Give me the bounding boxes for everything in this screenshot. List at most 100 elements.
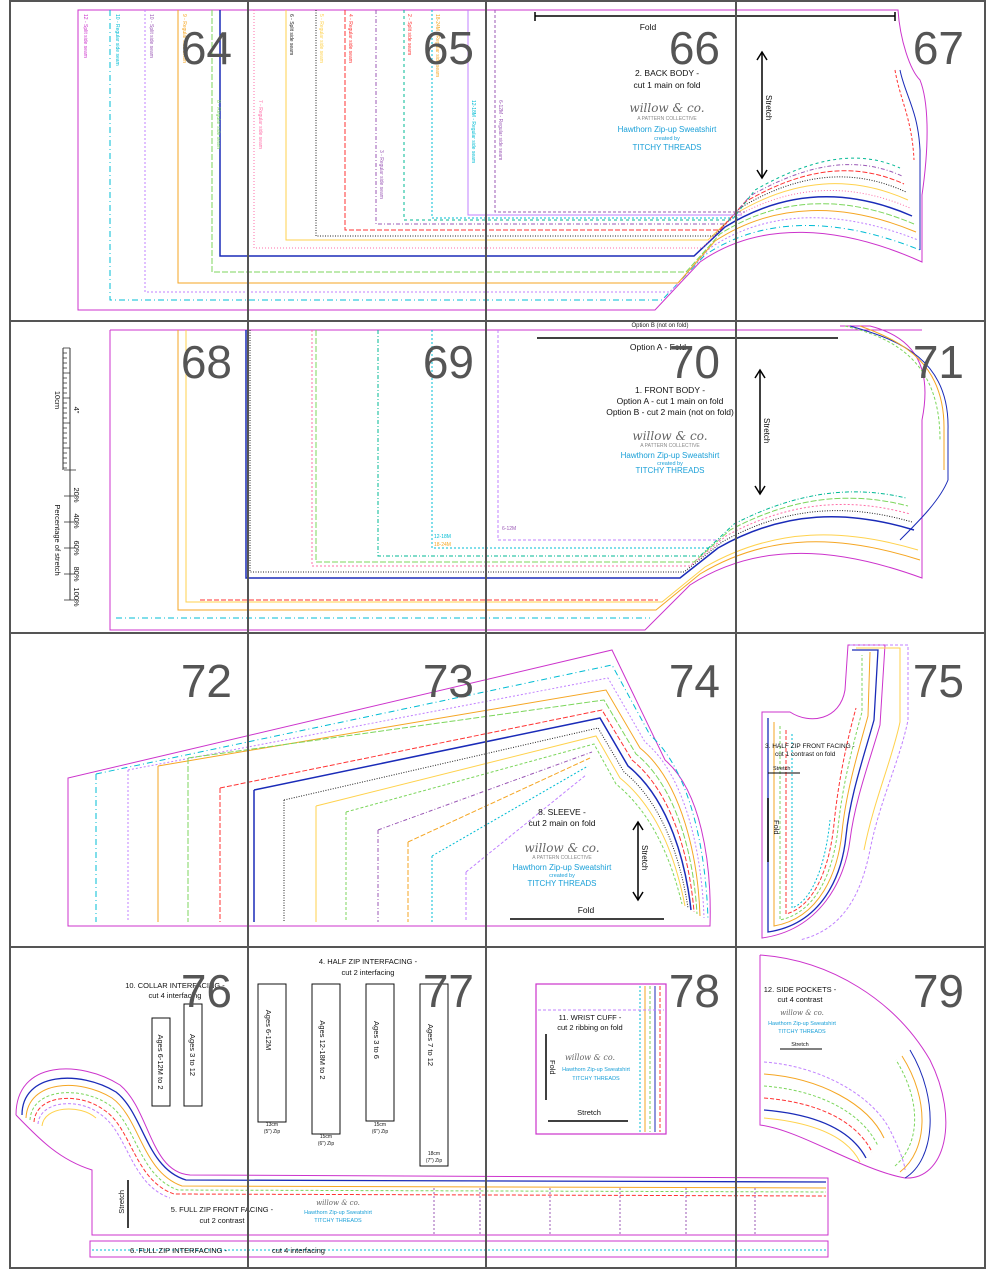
zip-strip: Ages 12-18M to 2 15cm (6") Zip (311, 983, 341, 1147)
half-zip-facing-title: 3. HALF ZIP FRONT FACING - (765, 743, 855, 750)
collar-interfacing-piece: 10. COLLAR INTERFACING - cut 4 interfaci… (125, 981, 225, 1107)
zip-strip-box (365, 983, 395, 1122)
front-body-fold-a-label: Option A - Fold (630, 342, 686, 352)
seam-label: 10 - Regular side seam (114, 14, 120, 66)
back-body-stretch-arrowhead-bottom (756, 169, 768, 180)
zip-strip-length: 13cm (266, 1122, 278, 1128)
page-number-69: 69 (423, 336, 474, 388)
wrist-cuff-size-lines (538, 986, 664, 1132)
sleeve-stretch-arrowhead-top (632, 820, 644, 831)
collar-cut: cut 4 interfacing (149, 991, 202, 1000)
gauge-percent: 40% (72, 513, 81, 528)
seam-label: 6 - Split side seam (288, 14, 294, 55)
front-body-fold-b-label: Option B (not on fold) (631, 323, 688, 329)
designer-name: TITCHY THREADS (527, 879, 596, 888)
grid-border (9, 0, 986, 1269)
logo-sub: A PATTERN COLLECTIVE (640, 443, 700, 449)
gauge-cm-label: 10cm (53, 391, 62, 409)
half-zip-facing-cut: cut 1 contrast on fold (775, 751, 836, 758)
front-body-stretch-label: Stretch (762, 418, 771, 443)
page-number-76: 76 (181, 965, 232, 1017)
tile-grid (9, 0, 986, 1269)
seam-label: 2 - Split side seam (406, 14, 412, 55)
page-number-71: 71 (913, 336, 964, 388)
half-zip-facing-outlines (761, 644, 909, 941)
back-body-title: 2. BACK BODY - (635, 68, 699, 78)
sleeve-logo: willow & co. A PATTERN COLLECTIVE Hawtho… (513, 841, 612, 888)
page-number-66: 66 (669, 22, 720, 74)
size-tag: 12-18M (434, 534, 451, 540)
size-tag: 6-12M (502, 526, 516, 532)
pattern-name: Hawthorn Zip-up Sweatshirt (562, 1067, 630, 1073)
zip-strip-box (419, 983, 449, 1167)
wrist-cuff-outline (535, 983, 667, 1135)
side-pockets-cut: cut 4 contrast (777, 995, 823, 1004)
full-zip-facing-outlines (15, 1068, 829, 1236)
zip-strip-zip: (5") Zip (264, 1129, 280, 1135)
created-by: created by (549, 873, 575, 879)
half-zip-int-title: 4. HALF ZIP INTERFACING - (319, 957, 418, 966)
designer-name: TITCHY THREADS (572, 1076, 620, 1082)
collar-title: 10. COLLAR INTERFACING - (125, 981, 225, 990)
back-body-stretch-arrowhead-top (756, 50, 768, 61)
seam-label: 12 - Split side seam (82, 14, 88, 58)
logo-text: willow & co. (632, 429, 707, 443)
front-body-logo: willow & co. A PATTERN COLLECTIVE Hawtho… (621, 429, 720, 475)
designer-name: TITCHY THREADS (635, 466, 704, 475)
logo-text: willow & co. (629, 101, 704, 115)
full-zip-facing-cut: cut 2 contrast (199, 1216, 245, 1225)
seam-label: 6-12M - Regular side seam (497, 100, 503, 160)
gauge-percent: 20% (72, 487, 81, 502)
page-number-77: 77 (423, 965, 474, 1017)
zip-strip-zip: (6") Zip (318, 1141, 334, 1147)
collar-box (183, 1003, 203, 1107)
gauge-percent: 80% (72, 566, 81, 581)
logo-text: willow & co. (524, 841, 599, 855)
front-body-option-b: Option B - cut 2 main (not on fold) (606, 407, 734, 417)
wrist-cuff-fold-label: Fold (548, 1060, 557, 1075)
wrist-cuff-logo: willow & co. Hawthorn Zip-up Sweatshirt … (562, 1053, 630, 1082)
sleeve-stretch-arrowhead-bottom (632, 891, 644, 902)
logo-text: willow & co. (565, 1053, 615, 1062)
zip-strip-length: 18cm (428, 1151, 440, 1157)
half-zip-front-facing-piece: 3. HALF ZIP FRONT FACING - cut 1 contras… (761, 644, 909, 941)
pattern-name: Hawthorn Zip-up Sweatshirt (513, 863, 612, 872)
side-pockets-piece: 12. SIDE POCKETS - cut 4 contrast willow… (759, 954, 947, 1179)
side-pockets-stretch-label: Stretch (791, 1042, 808, 1048)
page-number-72: 72 (181, 655, 232, 707)
page-number-70: 70 (669, 336, 720, 388)
sleeve-piece: 8. SLEEVE - cut 2 main on fold willow & … (67, 649, 711, 927)
seam-label: 12-18M - Regular side seam (470, 100, 476, 163)
sleeve-cut: cut 2 main on fold (528, 818, 595, 828)
wrist-cuff-stretch-label: Stretch (577, 1108, 601, 1117)
logo-text: willow & co. (316, 1199, 360, 1207)
logo-text: willow & co. (780, 1009, 824, 1017)
collar-box-label: Ages 6-12M to 2 (156, 1034, 165, 1089)
page-number-79: 79 (913, 965, 964, 1017)
zip-strip-label: Ages 12-18M to 2 (318, 1020, 327, 1079)
zip-strip-zip: (7") Zip (426, 1158, 442, 1164)
pattern-name: Hawthorn Zip-up Sweatshirt (618, 125, 717, 134)
gauge-percent: 60% (72, 540, 81, 555)
collar-box-label: Ages 3 to 12 (188, 1034, 197, 1076)
back-body-fold-label: Fold (640, 22, 657, 32)
side-pocket-outlines (759, 954, 947, 1179)
page-number-78: 78 (669, 965, 720, 1017)
front-body-title: 1. FRONT BODY - (635, 385, 705, 395)
side-pockets-logo: willow & co. Hawthorn Zip-up Sweatshirt … (768, 1009, 836, 1035)
back-body-seam-labels: 12 - Split side seam 10 - Regular side s… (82, 14, 503, 199)
designer-name: TITCHY THREADS (778, 1029, 826, 1035)
back-body-piece: Fold 2. BACK BODY - cut 1 main on fold w… (77, 9, 928, 311)
page-number-68: 68 (181, 336, 232, 388)
front-body-nested-outlines (109, 325, 949, 631)
designer-name: TITCHY THREADS (632, 143, 701, 152)
page-number-67: 67 (913, 22, 964, 74)
half-zip-interfacing-piece: 4. HALF ZIP INTERFACING - cut 2 interfac… (257, 957, 449, 1167)
back-body-cut: cut 1 main on fold (633, 80, 700, 90)
full-zip-int-title: 6. FULL ZIP INTERFACING - (130, 1246, 228, 1255)
half-zip-facing-fold-label: Fold (772, 820, 781, 835)
full-zip-facing-title: 5. FULL ZIP FRONT FACING - (171, 1205, 274, 1214)
logo-sub: A PATTERN COLLECTIVE (532, 855, 592, 861)
created-by: created by (654, 136, 680, 142)
full-zip-interfacing-piece: 6. FULL ZIP INTERFACING - cut 4 interfac… (89, 1240, 829, 1258)
